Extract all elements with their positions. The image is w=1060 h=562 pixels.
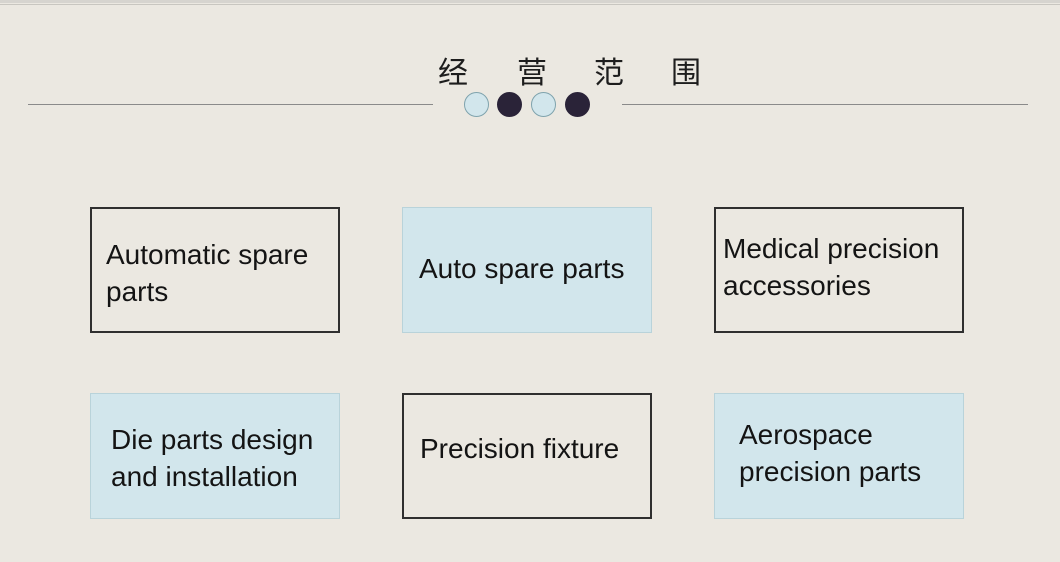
card-aerospace-precision-parts: Aerospace precision parts	[714, 393, 964, 519]
divider-left	[28, 104, 433, 105]
card-automatic-spare-parts: Automatic spare parts	[90, 207, 340, 333]
card-label: Precision fixture	[420, 433, 620, 464]
decor-dot-dark-1	[497, 92, 522, 117]
title-char-1: 经	[438, 56, 468, 91]
card-label: Aerospace precision parts	[739, 419, 922, 487]
top-border	[0, 0, 1060, 5]
title-char-3: 范	[594, 56, 624, 91]
card-label: Medical precision accessories	[723, 233, 940, 301]
card-label: Auto spare parts	[419, 253, 625, 284]
card-label: Automatic spare parts	[106, 239, 309, 307]
divider-right	[622, 104, 1028, 105]
decor-dot-light-2	[531, 92, 556, 117]
card-label: Die parts design and installation	[111, 424, 314, 492]
title-char-2: 营	[517, 56, 547, 91]
decor-dot-light-1	[464, 92, 489, 117]
decor-dot-dark-2	[565, 92, 590, 117]
card-die-parts-design: Die parts design and installation	[90, 393, 340, 519]
section-title: 经 营 范 围	[430, 48, 720, 91]
card-auto-spare-parts: Auto spare parts	[402, 207, 652, 333]
card-precision-fixture: Precision fixture	[402, 393, 652, 519]
title-char-4: 围	[671, 56, 701, 91]
card-medical-precision-accessories: Medical precision accessories	[714, 207, 964, 333]
